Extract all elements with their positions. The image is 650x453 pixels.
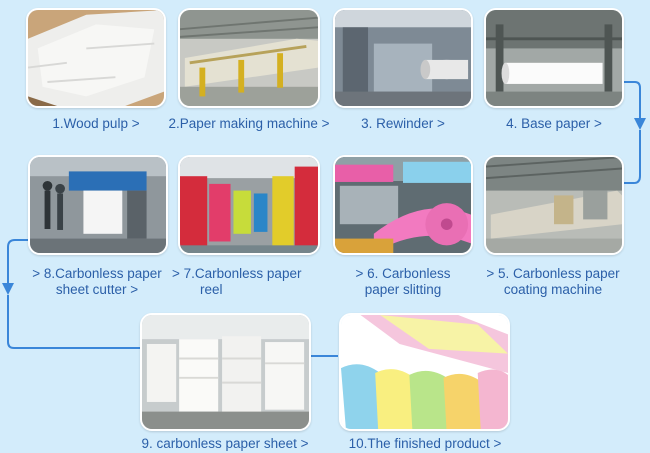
step-5-caption-line-2: coating machine (478, 282, 628, 298)
finished-product-photo (341, 315, 508, 429)
paper-sheet-stacks-photo (142, 315, 309, 429)
step-7-caption: > 7.Carbonless paper reel (172, 266, 322, 298)
sheet-cutter-photo (30, 157, 166, 253)
rewinder-photo (335, 10, 471, 106)
step-8-caption-line-1: > 8.Carbonless paper (12, 266, 182, 282)
step-10-caption: 10.The finished product > (325, 436, 525, 452)
step-1-caption: 1.Wood pulp > (26, 116, 166, 132)
step-6-slitting-image (333, 155, 473, 255)
step-2-caption: 2.Paper making machine > (163, 116, 335, 132)
paper-reel-photo (180, 157, 318, 253)
slitting-photo (335, 157, 471, 253)
step-8-sheet-cutter-image (28, 155, 168, 255)
step-7-paper-reel-image (178, 155, 320, 255)
step-5-caption: > 5. Carbonless paper coating machine (478, 266, 628, 298)
step-3-rewinder-image (333, 8, 473, 108)
step-6-caption-line-2: paper slitting (333, 282, 473, 298)
step-10-finished-product-image (339, 313, 510, 431)
step-1-wood-pulp-image (26, 8, 166, 108)
step-8-caption: > 8.Carbonless paper sheet cutter > (12, 266, 182, 298)
wood-pulp-photo (28, 10, 164, 106)
base-paper-photo (486, 10, 622, 106)
step-4-caption: 4. Base paper > (484, 116, 624, 132)
step-5-coating-machine-image (484, 155, 624, 255)
paper-machine-photo (180, 10, 318, 106)
step-9-paper-sheet-image (140, 313, 311, 431)
step-7-caption-line-2: reel (172, 282, 322, 298)
step-3-caption: 3. Rewinder > (333, 116, 473, 132)
step-5-caption-line-1: > 5. Carbonless paper (478, 266, 628, 282)
step-8-caption-line-2: sheet cutter > (12, 282, 182, 298)
step-7-caption-line-1: > 7.Carbonless paper (172, 266, 322, 282)
step-6-caption-line-1: > 6. Carbonless (333, 266, 473, 282)
step-4-base-paper-image (484, 8, 624, 108)
coating-machine-photo (486, 157, 622, 253)
step-2-paper-machine-image (178, 8, 320, 108)
step-9-caption: 9. carbonless paper sheet > (120, 436, 330, 452)
step-6-caption: > 6. Carbonless paper slitting (333, 266, 473, 298)
